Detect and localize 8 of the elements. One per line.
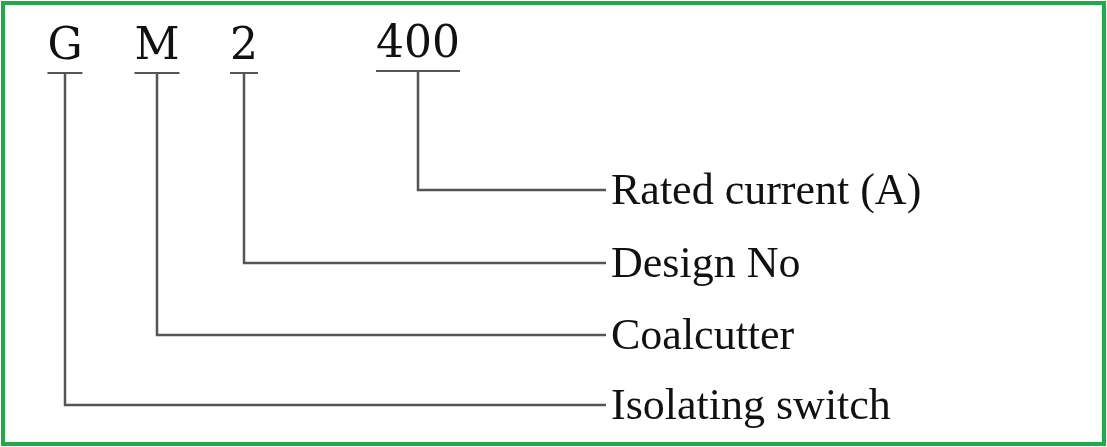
leader-line xyxy=(155,74,606,337)
description-label: Coalcutter xyxy=(606,312,795,358)
leader-line xyxy=(63,74,606,407)
description-label: Rated current (A) xyxy=(606,167,922,213)
leader-line xyxy=(242,74,606,265)
leader-line xyxy=(416,72,606,192)
description-label: Design No xyxy=(606,240,801,286)
description-label: Isolating switch xyxy=(606,382,891,428)
